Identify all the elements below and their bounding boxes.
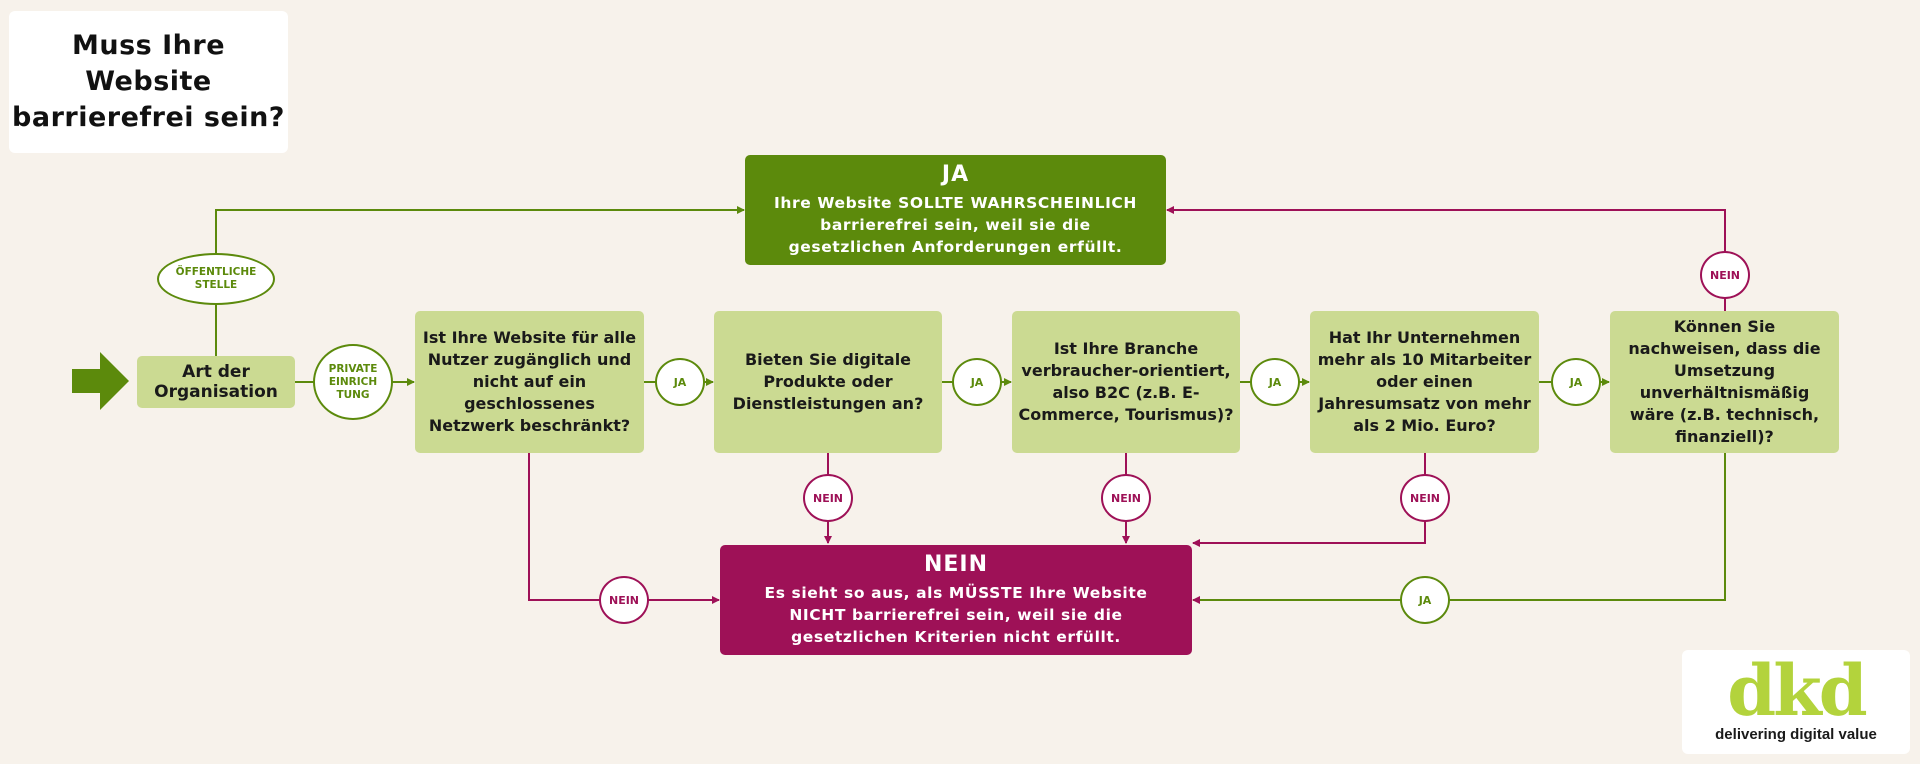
path-q4-nein bbox=[1192, 453, 1426, 547]
dkd-logo: dkd bbox=[1727, 649, 1867, 732]
question-box-3: Ist Ihre Branche verbraucher-orientiert,… bbox=[1012, 311, 1240, 453]
question-box-2: Bieten Sie digitale Produkte oder Dienst… bbox=[714, 311, 942, 453]
ja-bubble-q2: JA bbox=[952, 358, 1002, 406]
path-q5-nein-to-ja bbox=[1166, 206, 1726, 311]
result-nein-text: Es sieht so aus, als MÜSSTE Ihre Website… bbox=[764, 584, 1148, 646]
result-ja-text: Ihre Website SOLLTE WAHRSCHEINLICH barri… bbox=[774, 194, 1137, 256]
logo-card: dkd delivering digital value bbox=[1682, 650, 1910, 754]
question-box-4: Hat Ihr Unternehmen mehr als 10 Mitarbei… bbox=[1310, 311, 1539, 453]
path-public-to-ja bbox=[215, 206, 745, 356]
result-nein-box: NEIN Es sieht so aus, als MÜSSTE Ihre We… bbox=[720, 545, 1192, 655]
start-box: Art der Organisation bbox=[137, 356, 295, 408]
path-q5-ja-to-nein bbox=[1192, 453, 1726, 604]
branch-private-bubble: PRIVATE EINRICH TUNG bbox=[313, 344, 393, 420]
title-card: Muss Ihre Website barrierefrei sein? bbox=[9, 11, 288, 153]
nein-bubble-q5: NEIN bbox=[1700, 251, 1750, 299]
ja-bubble-q1: JA bbox=[655, 358, 705, 406]
start-arrow-icon bbox=[72, 352, 129, 410]
path-q1-nein bbox=[528, 453, 720, 604]
logo-tagline: delivering digital value bbox=[1715, 726, 1877, 743]
question-box-1: Ist Ihre Website für alle Nutzer zugängl… bbox=[415, 311, 644, 453]
nein-bubble-q3: NEIN bbox=[1101, 474, 1151, 522]
result-ja-box: JA Ihre Website SOLLTE WAHRSCHEINLICH ba… bbox=[745, 155, 1166, 265]
nein-bubble-q4: NEIN bbox=[1400, 474, 1450, 522]
ja-bubble-q4: JA bbox=[1551, 358, 1601, 406]
nein-bubble-q2: NEIN bbox=[803, 474, 853, 522]
result-ja-heading: JA bbox=[941, 162, 970, 187]
nein-bubble-q1: NEIN bbox=[599, 576, 649, 624]
ja-bubble-q5: JA bbox=[1400, 576, 1450, 624]
result-nein-heading: NEIN bbox=[923, 552, 989, 577]
ja-bubble-q3: JA bbox=[1250, 358, 1300, 406]
question-box-5: Können Sie nachweisen, dass die Umsetzun… bbox=[1610, 311, 1839, 453]
page-title: Muss Ihre Website barrierefrei sein? bbox=[12, 30, 285, 133]
branch-public-bubble: ÖFFENTLICHE STELLE bbox=[157, 253, 275, 305]
